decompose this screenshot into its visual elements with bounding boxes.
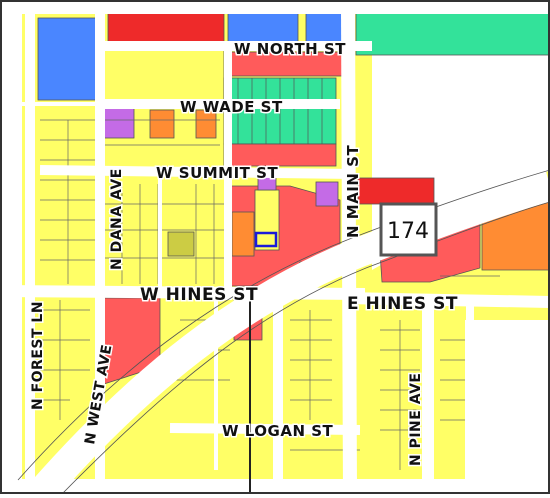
label-n-dana-ave: N DANA AVE bbox=[109, 168, 125, 270]
label-w-wade-st: W WADE ST bbox=[180, 98, 283, 116]
route-174-number: 174 bbox=[387, 219, 429, 244]
label-w-north-st: W NORTH ST bbox=[234, 40, 346, 58]
green-block-dividers bbox=[237, 78, 323, 144]
label-w-summit-st: W SUMMIT ST bbox=[156, 164, 278, 182]
residential-lot-lines bbox=[40, 119, 500, 470]
highway-174-edge-north bbox=[17, 169, 550, 481]
purple-parcel-main[interactable] bbox=[315, 181, 339, 207]
label-n-pine-ave: N PINE AVE bbox=[408, 373, 424, 467]
red-parcel-main-east[interactable] bbox=[357, 177, 435, 205]
label-n-main-st: N MAIN ST bbox=[344, 145, 362, 238]
label-n-forest-ln: N FOREST LN bbox=[30, 301, 46, 410]
orange-parcel-wade-2[interactable] bbox=[195, 109, 217, 139]
left-white-strip bbox=[0, 0, 22, 494]
blue-parcel-top-left[interactable] bbox=[37, 17, 105, 101]
highway-174 bbox=[28, 171, 550, 498]
route-174-shield[interactable]: 174 bbox=[379, 202, 438, 257]
unzoned-area-southeast bbox=[465, 320, 550, 494]
purple-parcel-wade[interactable] bbox=[103, 107, 135, 139]
label-e-hines-st: E HINES ST bbox=[347, 294, 458, 314]
selected-parcel-outline[interactable] bbox=[254, 231, 278, 248]
olive-parcel-dana[interactable] bbox=[167, 231, 195, 257]
orange-parcel-center[interactable] bbox=[231, 211, 255, 257]
yellow-block-north[interactable] bbox=[103, 45, 225, 103]
orange-parcel-wade[interactable] bbox=[149, 109, 175, 139]
highway-174-edge-south bbox=[61, 201, 550, 495]
label-w-logan-st: W LOGAN ST bbox=[222, 422, 334, 440]
red-parcel-summit[interactable] bbox=[223, 143, 337, 167]
label-w-hines-st: W HINES ST bbox=[140, 285, 258, 305]
